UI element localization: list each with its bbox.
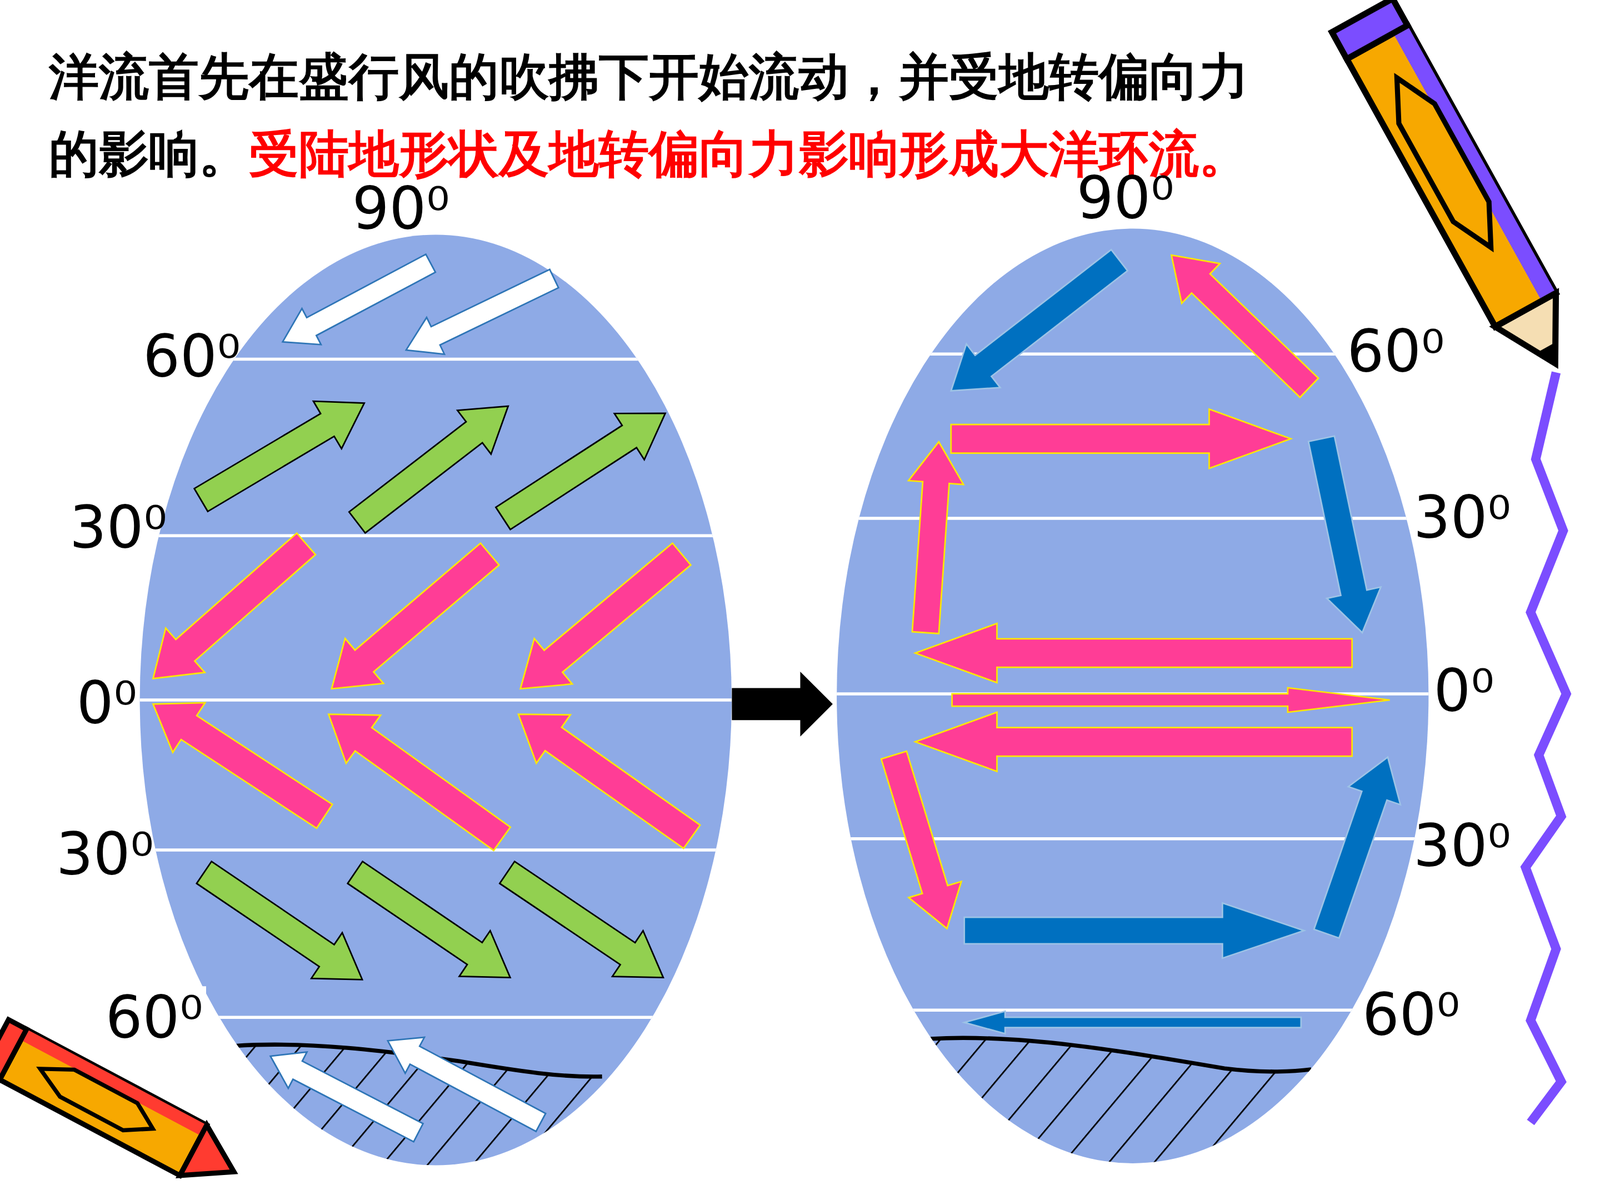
decorative-zigzag (1525, 372, 1567, 1123)
current-arrow (328, 714, 510, 851)
current-arrow (270, 1052, 424, 1142)
current-arrow (347, 861, 511, 978)
latitude-label: 60⁰ (142, 325, 241, 390)
current-arrow (1308, 436, 1381, 633)
globe-right (836, 228, 1429, 1163)
latitude-label: 30⁰ (1413, 486, 1512, 551)
current-arrow (153, 533, 316, 679)
latitude-label: 90⁰ (1076, 166, 1175, 232)
latitude-label: 0⁰ (1433, 660, 1495, 725)
current-arrows (153, 249, 1401, 1142)
current-arrow (915, 623, 1353, 683)
current-arrow (499, 861, 663, 978)
current-arrow (194, 401, 365, 512)
latitude-label: 30⁰ (69, 496, 168, 562)
latitude-label: 60⁰ (1362, 983, 1460, 1048)
latitude-label: 30⁰ (1413, 815, 1512, 880)
latitude-label: 60⁰ (102, 986, 207, 1051)
current-arrow (495, 413, 665, 530)
current-arrow (732, 673, 832, 735)
current-arrow (331, 543, 499, 689)
latitude-lines-right (816, 353, 1449, 1200)
current-arrow (348, 406, 508, 533)
current-arrow (196, 861, 363, 980)
current-arrow (951, 249, 1128, 391)
current-arrow (282, 254, 436, 345)
latitude-label: 30⁰ (56, 822, 154, 888)
current-arrow (518, 714, 700, 849)
current-arrow (951, 409, 1292, 469)
current-arrow (915, 712, 1353, 772)
current-arrow (1171, 255, 1319, 398)
current-arrow (520, 543, 692, 689)
latitude-label: 90⁰ (352, 177, 450, 242)
current-arrow (964, 1011, 1302, 1034)
current-arrow (153, 702, 333, 829)
latitude-label: 0⁰ (76, 672, 138, 737)
current-arrow (908, 441, 964, 634)
latitude-lines-left (102, 359, 776, 1200)
current-arrow (1313, 757, 1401, 939)
latitude-label: 60⁰ (1346, 320, 1445, 385)
current-arrow (881, 751, 962, 929)
current-arrow (406, 269, 559, 355)
current-arrow (964, 903, 1305, 959)
current-arrow (952, 687, 1390, 713)
